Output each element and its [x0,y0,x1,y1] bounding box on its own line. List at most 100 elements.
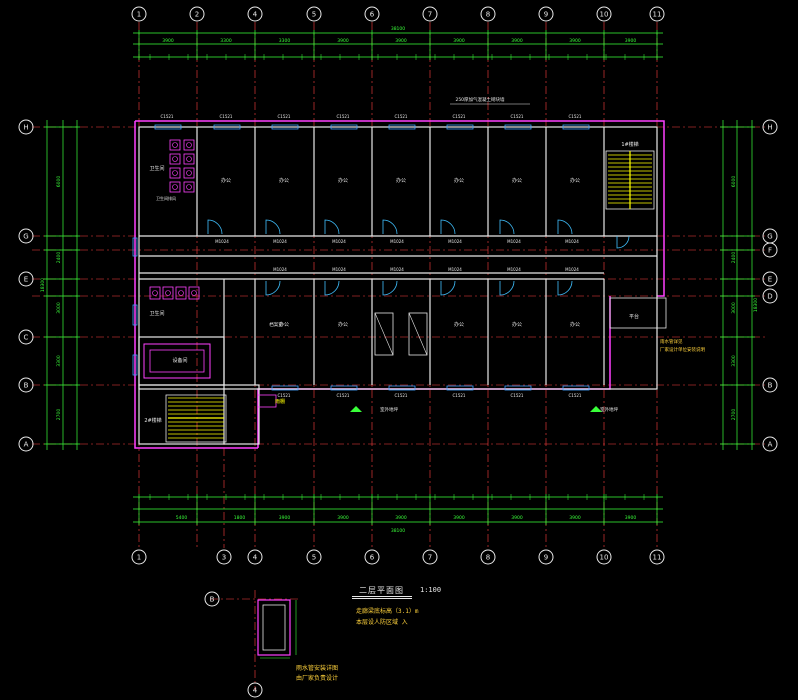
door-north-3 [382,219,398,235]
door-south-5 [557,280,573,296]
grid-bubble-top-2 [189,6,205,22]
grid-bubble-bottom-11 [649,549,665,565]
left-total-dim-text: 18300 [40,278,46,292]
grid-bubble-bottom-4 [247,549,263,565]
window-tag-north-2: C1521 [278,114,291,119]
grid-bubble-bottom-10 [596,549,612,565]
toilet-bowl-north-6 [186,170,192,176]
bottom-bay-dim-text: 5400 [176,515,188,521]
grid-bubble-top-10 [596,6,612,22]
window-west-2 [132,304,138,326]
door-north-2 [324,219,340,235]
grid-bubble-right-E-label: E [768,276,772,284]
grid-bubble-top-7 [422,6,438,22]
grid-bubble-bottom-1-label: 1 [137,554,141,562]
door-tag-south-4: M1024 [507,267,521,272]
detail-rainpipe-inner [262,604,286,651]
door-south-4 [499,280,515,296]
room-label-north-office-1: 办公 [279,177,289,184]
grid-bubble-bottom-9-label: 9 [544,554,548,562]
right-bay-dim-text: 2700 [731,409,737,421]
grid-bubble-right-A-label: A [768,441,773,449]
detail-rainpipe-box [257,599,291,656]
left-bay-dim-text: 2400 [56,252,62,264]
door-stair-north [616,235,630,249]
toilet-bowl-south-3 [191,290,197,296]
room-label-equipment: 设备间 [172,357,187,364]
window-tag-north-3: C1521 [337,114,350,119]
door-north-5 [499,219,515,235]
right-bay-dim-text: 3000 [731,302,737,314]
toilet-stall-north-1 [169,153,181,165]
room-label-toilet-south: 卫生间 [149,310,164,317]
room-label-stair-south: 2#楼梯 [144,417,161,424]
grid-bubble-top-10-label: 10 [600,11,609,19]
window-west-1 [132,237,138,257]
top-total-dim-text: 38100 [391,26,405,32]
fixtures [132,124,667,443]
window-north-2 [271,124,299,130]
grid-bubble-left-E [18,271,34,287]
detail-note-2: 由厂家负责设计 [296,675,339,682]
room-label-south-office-4: 办公 [279,321,289,328]
door-tag-south-0: M1024 [273,267,287,272]
note-rainpipe-1: 雨水管详见 [660,338,683,345]
window-tag-south-0: C1521 [278,393,291,398]
grid-bubble-top-6 [364,6,380,22]
right-bay-dim-text: 6000 [731,176,737,188]
toilet-bowl-south-2 [178,290,184,296]
grid-lines [32,22,766,548]
bottom-bay-dim-text: 3900 [453,515,465,521]
bottom-bay-dim-text: 3900 [625,515,637,521]
grid-bubble-right-F-label: F [768,247,772,255]
room-label-north-office-4: 办公 [454,177,464,184]
toilet-bowl-north-1 [172,156,178,162]
grid-bubble-left-E-label: E [24,276,28,284]
room-label-toilet-north: 卫生间 [149,165,164,172]
grid-bubble-top-9-label: 9 [544,11,548,19]
window-north-7 [562,124,590,130]
grid-bubble-bottom-5-label: 5 [312,554,316,562]
grid-bubble-top-2-label: 2 [195,11,199,19]
grid-bubble-top-1-label: 1 [137,11,141,19]
toilet-stall-north-0 [169,139,181,151]
equipment-room-outline [138,336,225,386]
grid-bubble-top-5-label: 5 [312,11,316,19]
grid-bubble-top-1 [131,6,147,22]
grid-bubble-top-4-label: 4 [253,11,258,19]
top-bay-dim-text: 3900 [337,38,349,44]
toilet-bowl-north-3 [172,184,178,190]
window-tag-north-0: C1521 [161,114,174,119]
note-outdoor-2: 室外地坪 [600,406,618,413]
detail-bubble-4 [247,682,263,698]
grid-bubble-top-9 [538,6,554,22]
toilet-stall-south-2 [175,286,187,300]
room-label-north-office-0: 办公 [221,177,231,184]
note-rainpipe-2: 厂家设计单位安装说明 [660,346,705,353]
door-north-6 [557,219,573,235]
door-tag-north-1: M1024 [273,239,287,244]
grid-bubble-right-D-label: D [767,293,772,301]
room-label-north-office-6: 办公 [570,177,580,184]
bottom-bay-dim-text: 3900 [337,515,349,521]
grid-bubble-bottom-11-label: 11 [653,554,662,562]
grid-bubble-bottom-6 [364,549,380,565]
grid-bubble-bottom-3 [216,549,232,565]
window-north-1 [213,124,241,130]
window-north-4 [388,124,416,130]
grid-bubble-bottom-3-label: 3 [222,554,226,562]
door-north-1 [265,219,281,235]
room-label-south-office-0: 办公 [338,321,348,328]
toilet-stall-south-0 [149,286,161,300]
door-south-1 [324,280,340,296]
room-label-meeting: 档案室 [269,321,283,328]
door-tag-south-5: M1024 [565,267,579,272]
room-labels: 办公办公办公办公办公办公办公办公办公办公办公办公卫生间卫生间1#楼梯2#楼梯设备… [144,96,705,424]
left-bay-dim-text: 3000 [56,302,62,314]
window-tag-north-6: C1521 [511,114,524,119]
room-label-platform: 平台 [629,313,639,320]
grid-bubble-top-4 [247,6,263,22]
grid-bubble-left-H [18,119,34,135]
